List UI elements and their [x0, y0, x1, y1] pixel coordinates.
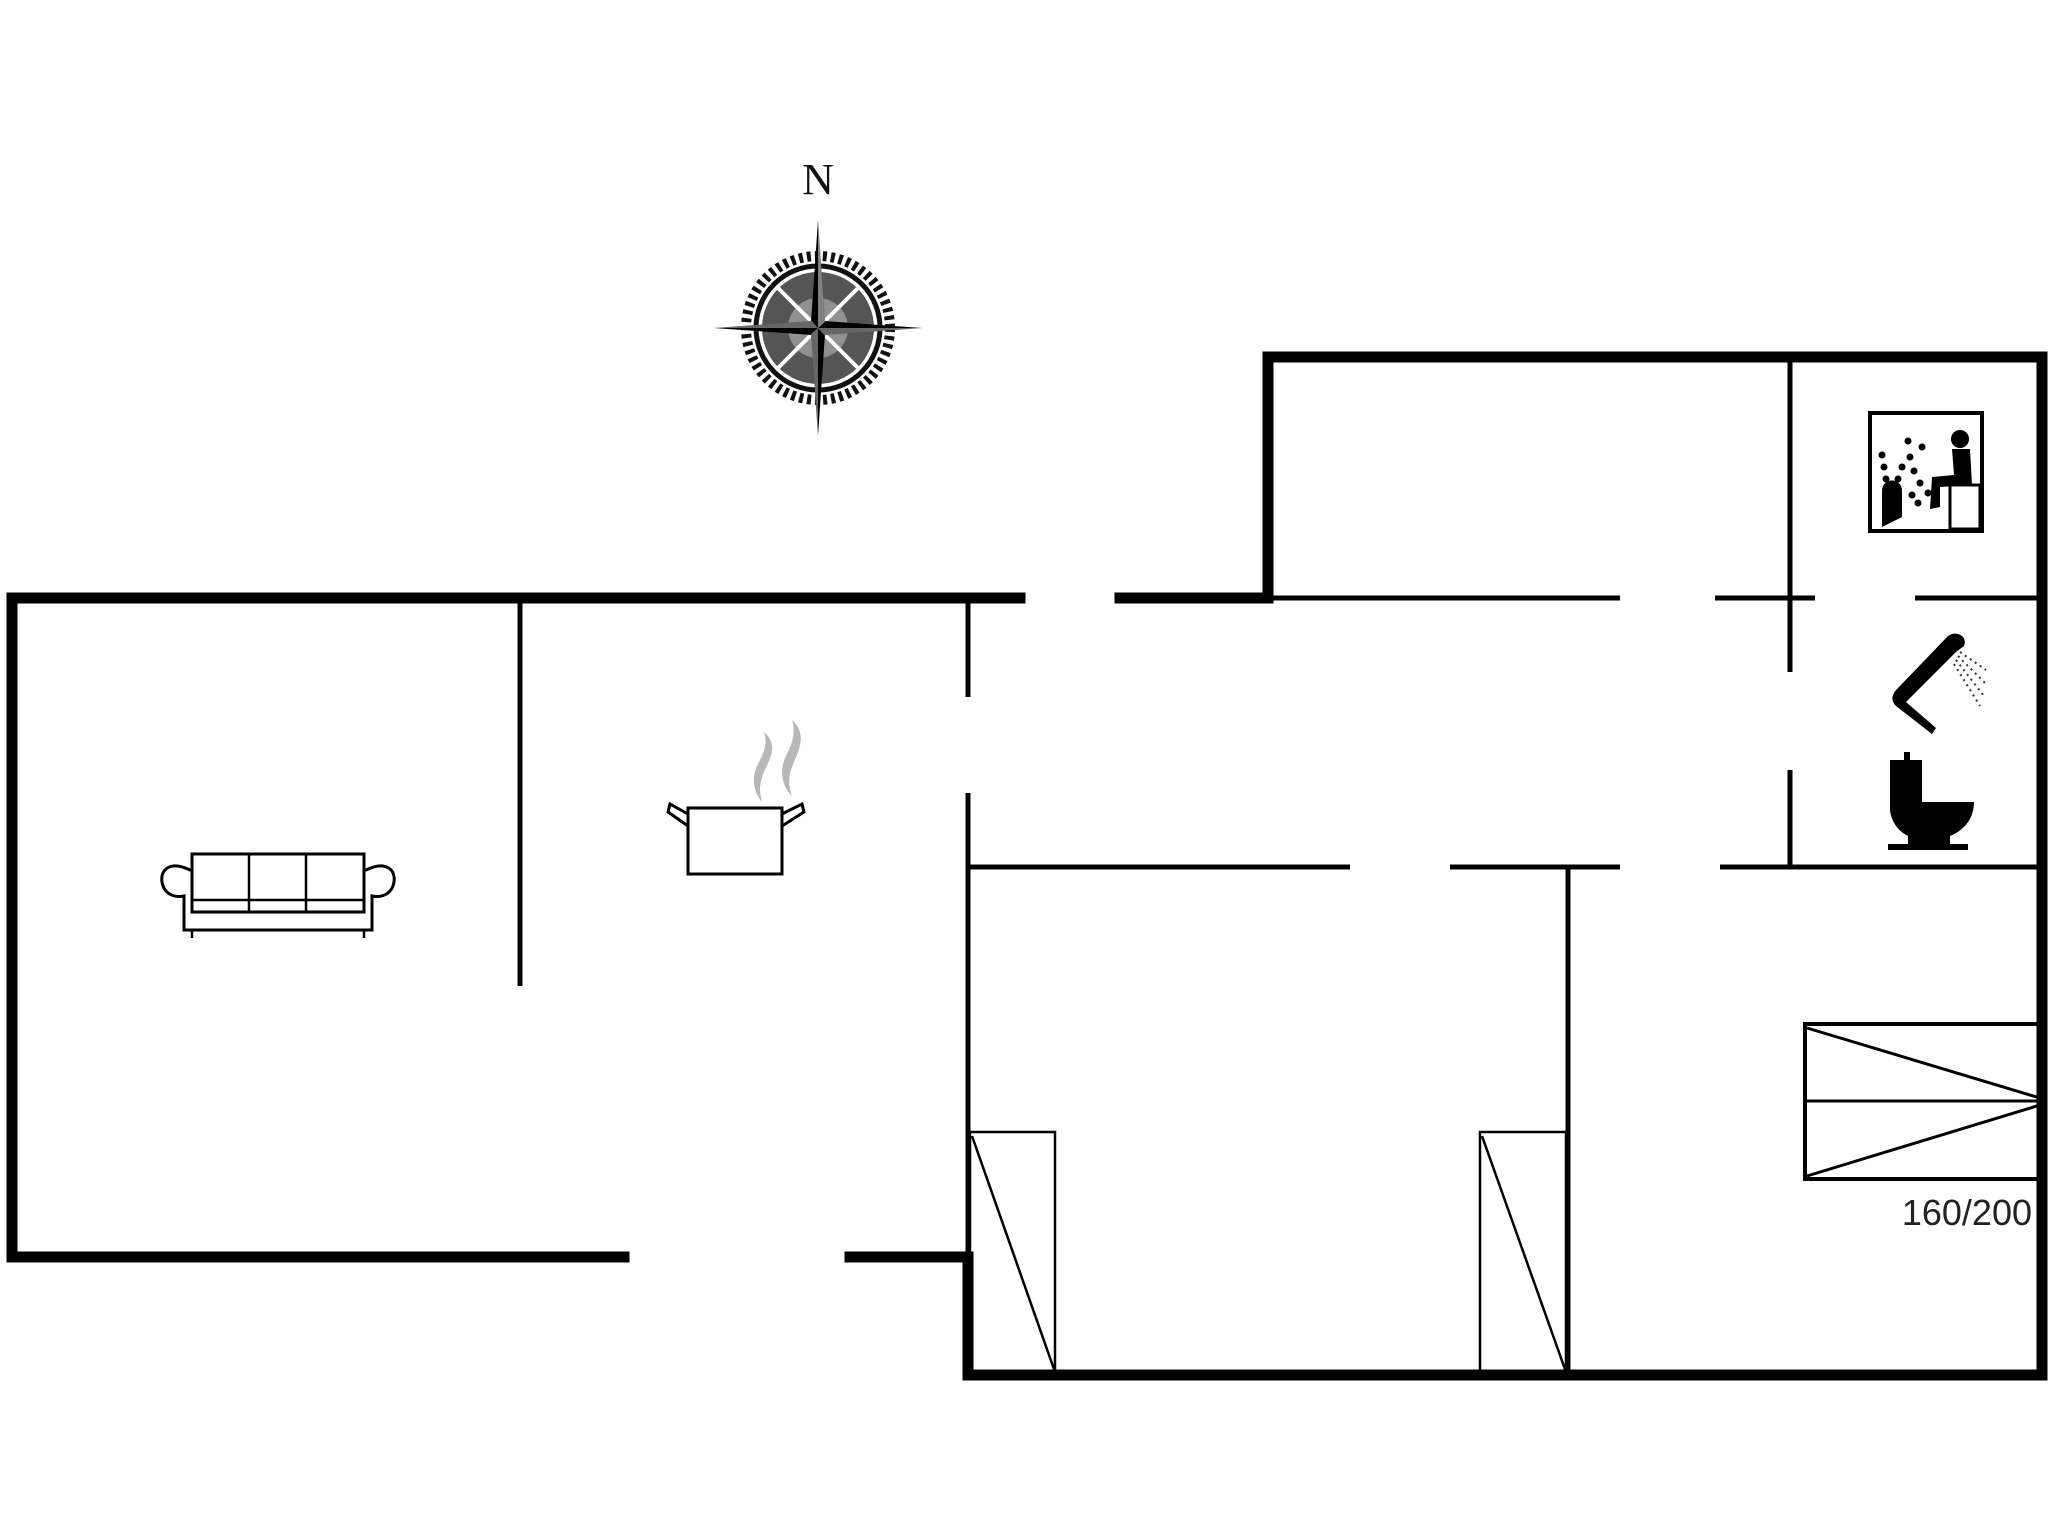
sauna-icon [1868, 411, 1984, 533]
toilet-icon [1888, 752, 1974, 850]
shower-icon [1892, 633, 1987, 734]
outer-walls [6, 351, 2048, 1381]
interior-walls [517, 360, 2040, 1375]
sofa-icon [160, 852, 396, 938]
wardrobe-icon [1478, 1130, 1568, 1377]
bed-size-label: 160/200 [1902, 1192, 2032, 1233]
outer-wall-west-north [6, 592, 1026, 1263]
double-bed-icon [1803, 1022, 2042, 1181]
compass-rose-icon [714, 220, 922, 436]
cooking-pot-icon [666, 720, 806, 876]
wardrobe-icon [968, 1130, 1057, 1377]
north-label: N [802, 155, 834, 204]
outer-wall-east [844, 351, 2048, 1381]
compass: N [714, 155, 922, 436]
